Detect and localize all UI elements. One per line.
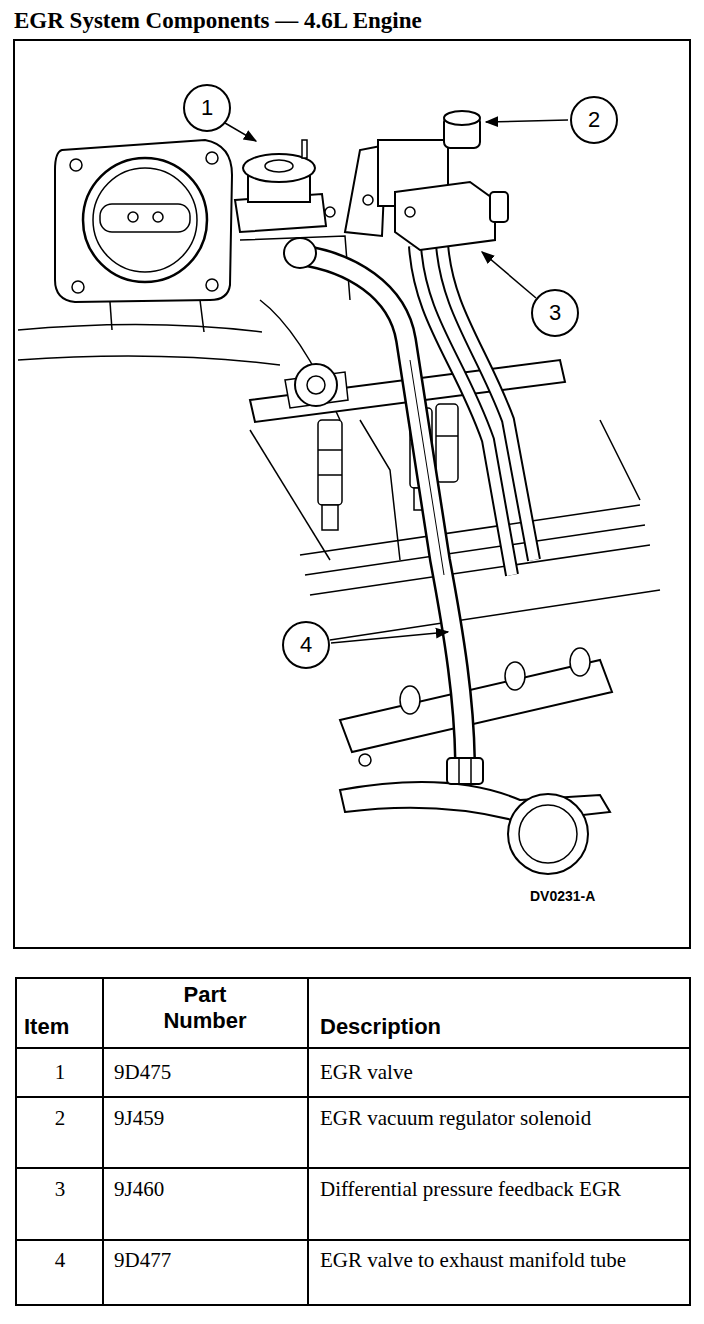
parts-table-grid — [16, 978, 690, 1305]
injector-band — [436, 435, 458, 437]
manifold-bolt — [505, 662, 525, 690]
table-cell: EGR valve — [320, 1060, 680, 1085]
vacuum-nipple — [302, 140, 307, 158]
callout-circle: 4 — [282, 621, 330, 669]
callout-number: 2 — [588, 109, 600, 131]
throttle-bore-inner — [93, 168, 197, 272]
regulator-port — [307, 376, 325, 394]
table-header: Item — [24, 1014, 69, 1040]
dpfe-connector — [490, 192, 508, 222]
manifold-line — [18, 356, 280, 365]
solenoid-assembly — [345, 111, 508, 250]
callout-number: 3 — [549, 302, 561, 324]
head-line — [330, 590, 660, 640]
table-rule — [16, 1096, 690, 1098]
manifold-line — [18, 324, 262, 332]
table-cell: EGR valve to exhaust manifold tube — [320, 1248, 670, 1273]
bolt — [363, 195, 373, 205]
bolt-hole — [206, 279, 218, 291]
head-line — [310, 545, 650, 595]
callout-number: 4 — [300, 634, 312, 656]
table-rule — [102, 978, 104, 1305]
callout-circle: 1 — [183, 84, 231, 132]
table-rule — [16, 1047, 690, 1049]
injector-band — [318, 449, 342, 451]
table-cell: 9D475 — [114, 1060, 299, 1085]
manifold-bolt — [400, 686, 420, 714]
manifold-line — [360, 420, 400, 560]
table-header: Description — [320, 1014, 441, 1040]
bolt-hole — [70, 159, 82, 171]
manifold-bolt — [570, 648, 590, 676]
screw — [153, 212, 163, 222]
table-rule — [16, 1167, 690, 1169]
bolt-hole — [72, 281, 84, 293]
throttle-bore — [83, 158, 207, 282]
table-border — [16, 978, 690, 1305]
tube-fitting — [284, 238, 316, 268]
dpfe-body — [395, 182, 495, 250]
screw — [128, 212, 138, 222]
nut-flat — [458, 758, 460, 784]
leader-lines — [225, 120, 568, 643]
bolt — [405, 207, 415, 217]
injector-tip — [322, 505, 338, 530]
valve-cap — [265, 160, 293, 172]
nut-flat — [470, 758, 472, 784]
head-line — [300, 505, 640, 555]
table-cell: 9J460 — [114, 1177, 299, 1202]
hose-fill — [442, 244, 534, 560]
callout-circle: 3 — [531, 289, 579, 337]
throttle-housing — [55, 140, 232, 302]
callout-number: 1 — [201, 97, 213, 119]
egr-valve — [235, 140, 335, 232]
hose-outline — [442, 244, 534, 560]
manifold-line — [110, 302, 112, 330]
outlet-bore — [519, 805, 577, 863]
leader-line — [225, 123, 256, 141]
table-rule — [307, 978, 309, 1305]
manifold-line — [200, 300, 204, 332]
connector-top — [444, 111, 480, 125]
tube-fill — [300, 255, 465, 760]
table-cell: 4 — [25, 1248, 95, 1273]
table-cell: 9J459 — [114, 1106, 299, 1131]
injector-band — [318, 474, 342, 476]
exhaust-manifold — [340, 648, 612, 874]
manifold-flange — [340, 660, 612, 752]
throttle-plate — [100, 204, 190, 232]
head-line — [600, 420, 640, 500]
tube-highlight — [410, 360, 444, 575]
table-cell: 2 — [25, 1106, 95, 1131]
table-cell: 1 — [25, 1060, 95, 1085]
head-line — [305, 525, 645, 575]
figure-code: DV0231-A — [530, 888, 595, 905]
manifold-outlet — [508, 794, 588, 874]
table-header: Part Number — [145, 982, 265, 1035]
leader-line — [486, 120, 568, 122]
callout-circle: 2 — [570, 96, 618, 144]
table-rule — [16, 1239, 690, 1241]
bolt-hole — [206, 152, 218, 164]
throttle-body — [55, 140, 232, 302]
leader-line — [482, 252, 536, 298]
injector — [318, 420, 342, 505]
table-cell: EGR vacuum regulator solenoid — [320, 1106, 665, 1131]
cylinder-head — [300, 420, 660, 640]
pressure-regulator — [295, 364, 337, 406]
table-cell: Differential pressure feedback EGR — [320, 1177, 670, 1202]
bolt — [359, 754, 371, 766]
leader-line — [331, 632, 448, 643]
egr-tube — [284, 238, 483, 784]
figure-title: EGR System Components — 4.6L Engine — [14, 8, 422, 34]
injector — [436, 404, 458, 482]
table-cell: 9D477 — [114, 1248, 299, 1273]
figure-frame — [14, 40, 690, 948]
tube-nut — [447, 758, 483, 784]
tube-outline — [300, 255, 465, 760]
table-cell: 3 — [25, 1177, 95, 1202]
bolt — [325, 207, 335, 217]
